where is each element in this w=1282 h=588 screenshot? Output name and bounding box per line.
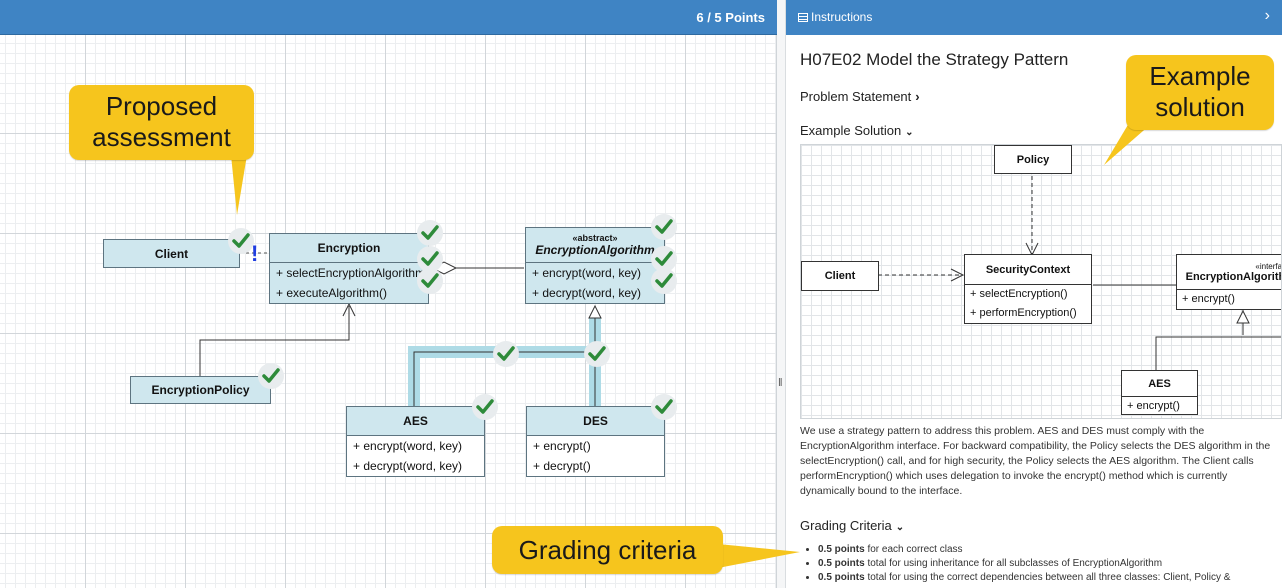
stereotype-label: «abstract» (572, 233, 618, 243)
example-class-aes: AES + encrypt() (1121, 370, 1198, 415)
aes-method: + encrypt(word, key) (353, 439, 463, 453)
class-des[interactable]: DES + encrypt() + decrypt() (526, 406, 665, 477)
example-class-client: Client (801, 261, 879, 291)
criteria-item: 0.5 points total for using inheritance f… (818, 557, 1271, 571)
policy-association-line (199, 306, 350, 376)
example-class-encryption-algorithm: «interface» EncryptionAlgorithm + encryp… (1176, 254, 1281, 310)
chevron-down-icon: ⌄ (905, 127, 914, 138)
class-aes-name: AES (403, 414, 428, 428)
callout-example-solution: Example solution (1126, 55, 1274, 130)
instructions-panel: Instructions › H07E02 Model the Strategy… (786, 0, 1282, 588)
problem-statement-toggle[interactable]: Problem Statement› (800, 89, 920, 104)
policy-arrowhead (342, 302, 356, 317)
callout-tail-grading (718, 544, 800, 568)
encryption-method: + selectEncryptionAlgorithm() (276, 266, 434, 280)
editor-header: 6 / 5 Points (0, 0, 777, 35)
instructions-header[interactable]: Instructions › (786, 0, 1282, 35)
grading-criteria-list: 0.5 points for each correct class 0.5 po… (816, 543, 1271, 585)
encryption-algorithm-method: + decrypt(word, key) (532, 286, 642, 300)
check-icon[interactable] (417, 220, 443, 246)
des-method: + encrypt() (533, 439, 591, 453)
collapse-chevron-icon[interactable]: › (1264, 7, 1270, 24)
example-solution-description: We use a strategy pattern to address thi… (800, 425, 1271, 497)
chevron-right-icon: › (915, 89, 920, 104)
example-connectors (878, 176, 1281, 370)
check-icon[interactable] (417, 268, 443, 294)
callout-grading-criteria: Grading criteria (492, 526, 723, 574)
class-encryption-algorithm-header: «abstract» EncryptionAlgorithm (526, 228, 664, 262)
points-score: 6 / 5 Points (696, 10, 765, 25)
class-encryption-policy[interactable]: EncryptionPolicy (130, 376, 271, 404)
encryption-algorithm-method: + encrypt(word, key) (532, 266, 642, 280)
callout-proposed-assessment: Proposed assessment (69, 85, 254, 160)
class-client[interactable]: Client (103, 239, 240, 268)
criteria-item: 0.5 points for each correct class (818, 543, 1271, 557)
instructions-label: Instructions (798, 10, 872, 24)
example-solution-diagram: Policy Client SecurityContext + selectEn… (800, 144, 1282, 419)
check-icon[interactable] (417, 246, 443, 272)
example-class-policy: Policy (994, 145, 1072, 174)
task-title: H07E02 Model the Strategy Pattern (800, 50, 1069, 69)
class-encryption-algorithm[interactable]: «abstract» EncryptionAlgorithm + encrypt… (525, 227, 665, 304)
class-encryption-name: Encryption (317, 241, 381, 255)
class-client-name: Client (154, 246, 189, 261)
criteria-item: 0.5 points total for using the correct d… (818, 571, 1271, 585)
check-icon[interactable] (651, 214, 677, 240)
des-method: + decrypt() (533, 459, 591, 473)
class-des-name: DES (583, 414, 608, 428)
check-icon[interactable] (472, 394, 498, 420)
check-icon[interactable] (228, 228, 254, 254)
encryption-method: + executeAlgorithm() (276, 286, 388, 300)
grading-criteria-toggle[interactable]: Grading Criteria⌄ (800, 518, 905, 533)
example-class-security-context: SecurityContext + selectEncryption() + p… (964, 254, 1092, 324)
feedback-warning-icon[interactable]: ! (251, 241, 259, 266)
pane-splitter[interactable]: ‖ (777, 0, 786, 588)
splitter-grip-icon[interactable]: ‖ (778, 377, 783, 389)
class-encryption-algorithm-name: EncryptionAlgorithm (535, 243, 655, 257)
class-encryption[interactable]: Encryption + selectEncryptionAlgorithm()… (269, 233, 434, 304)
chevron-down-icon: ⌄ (895, 522, 905, 533)
callout-tail-proposed (231, 155, 247, 215)
list-icon (798, 13, 808, 22)
check-icon[interactable] (258, 363, 284, 389)
aes-method: + decrypt(word, key) (353, 459, 463, 473)
check-icon[interactable] (651, 268, 677, 294)
check-icon[interactable] (584, 341, 610, 367)
class-aes[interactable]: AES + encrypt(word, key) + decrypt(word,… (346, 406, 485, 477)
class-encryption-policy-name: EncryptionPolicy (151, 383, 250, 397)
check-icon[interactable] (493, 341, 519, 367)
inheritance-triangle (588, 304, 602, 319)
example-solution-toggle[interactable]: Example Solution⌄ (800, 123, 914, 138)
check-icon[interactable] (651, 394, 677, 420)
check-icon[interactable] (651, 246, 677, 272)
